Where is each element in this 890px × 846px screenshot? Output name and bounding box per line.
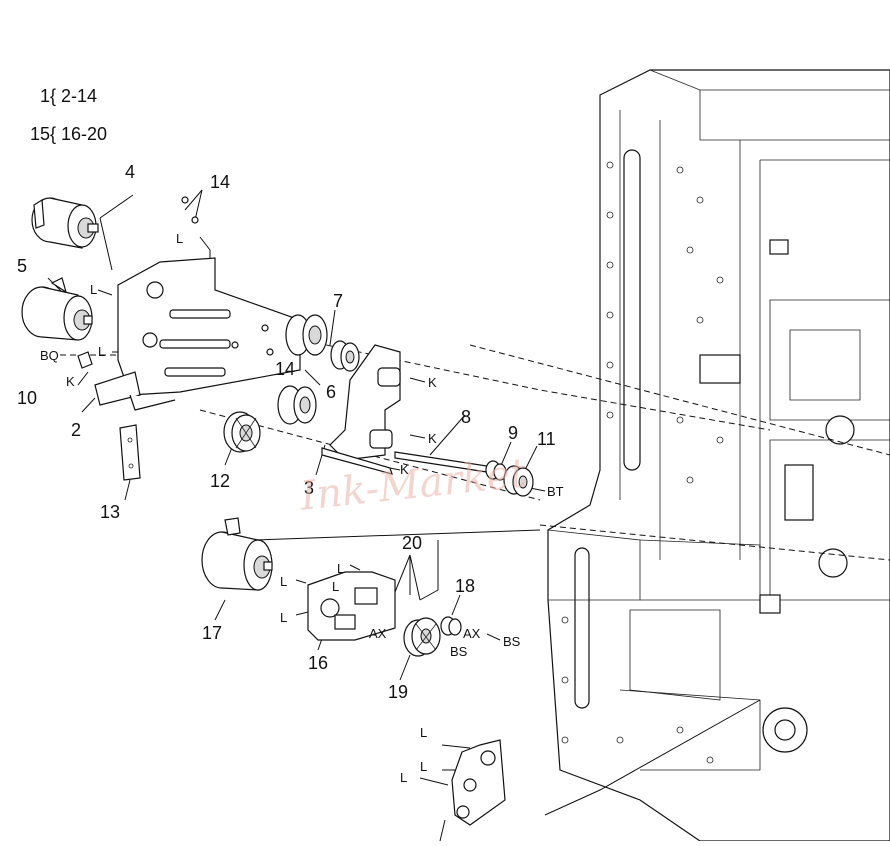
callout-14-mid: 14: [275, 359, 296, 379]
legend-line-2: 15{ 16-20: [30, 124, 108, 144]
tag-BS-2: BS: [503, 634, 521, 649]
small-brackets: [77, 351, 176, 481]
rollers: [277, 314, 360, 425]
leader-lines: [47, 189, 890, 842]
tag-BT: BT: [547, 484, 564, 499]
tag-L-8: L: [420, 759, 428, 774]
tag-BS-1: BS: [450, 644, 468, 659]
callout-6: 6: [326, 382, 337, 402]
callout-19: 19: [388, 682, 409, 702]
bottom-plate: [451, 739, 506, 826]
tag-L-5: L: [280, 574, 288, 589]
callout-2: 2: [71, 420, 82, 440]
bracket-16: [307, 571, 396, 641]
tag-L-2: L: [90, 282, 98, 297]
tag-K-3: K: [428, 431, 437, 446]
frame-3: [321, 344, 401, 475]
tag-AX-1: AX: [369, 626, 387, 641]
bracket-plate: [117, 196, 301, 396]
callout-13: 13: [100, 502, 121, 522]
callout-9: 9: [508, 423, 519, 443]
callout-20: 20: [402, 533, 423, 553]
motor-5: [21, 277, 93, 341]
tag-L-3: L: [98, 344, 106, 359]
callout-16: 16: [308, 653, 329, 673]
tag-L-4: L: [337, 561, 345, 576]
callout-8: 8: [461, 407, 472, 427]
callout-5: 5: [17, 256, 28, 276]
tag-L-1: L: [176, 231, 184, 246]
tag-K-4: K: [400, 462, 409, 477]
callout-12: 12: [210, 471, 231, 491]
tag-L-7: L: [420, 725, 428, 740]
tag-K-1: K: [66, 374, 75, 389]
callout-4: 4: [125, 162, 136, 182]
callout-14-top: 14: [210, 172, 231, 192]
tag-L-10: L: [332, 579, 340, 594]
callout-18: 18: [455, 576, 476, 596]
tag-AX-2: AX: [463, 626, 481, 641]
shaft-assembly: [394, 451, 534, 497]
callout-11: 11: [537, 429, 556, 449]
callout-10: 10: [17, 388, 38, 408]
tag-BQ: BQ: [40, 348, 59, 363]
callout-3: 3: [304, 478, 315, 498]
machine-frame: [547, 69, 890, 842]
gear-19: [403, 616, 462, 657]
motor-17: [201, 517, 273, 591]
tag-L-6: L: [280, 610, 288, 625]
callout-17: 17: [202, 623, 223, 643]
motor-4: [31, 197, 99, 249]
tag-K-2: K: [428, 375, 437, 390]
legend-line-1: 1{ 2-14: [40, 86, 98, 106]
callout-7: 7: [333, 291, 344, 311]
tag-L-9: L: [400, 770, 408, 785]
gear-12: [223, 411, 261, 453]
